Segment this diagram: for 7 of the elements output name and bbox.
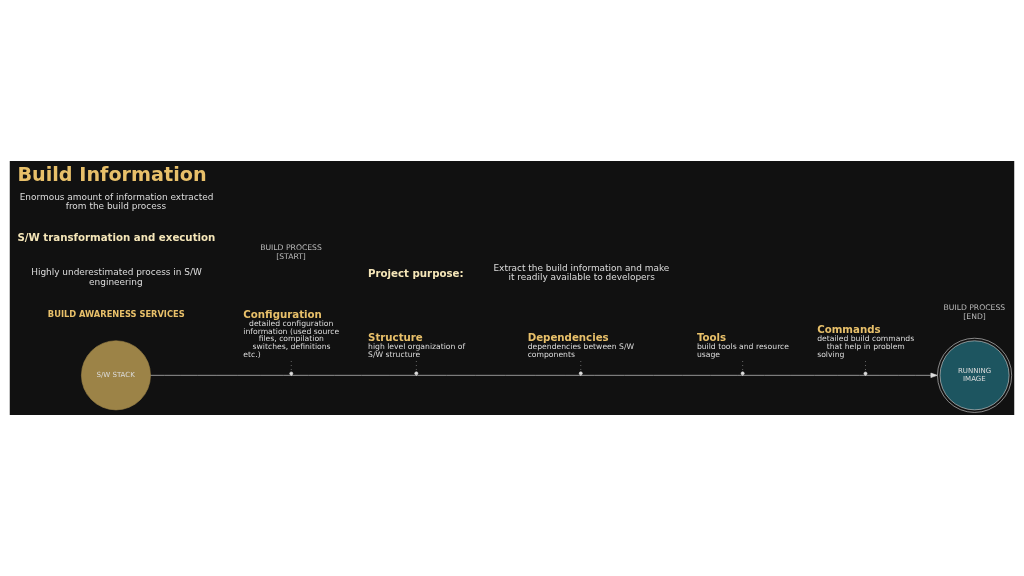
label: Enormous amount of information extracted from the build process [19, 191, 214, 212]
label: S/W transformation and execution [17, 232, 216, 244]
label: Highly underestimated process in S/W engineering [31, 267, 202, 287]
label: Project purpose: [368, 267, 464, 279]
label: Extract the build information and make it readily available to developers [493, 262, 670, 283]
diagram-title: Build Information [17, 162, 207, 186]
label: BUILD AWARENESS SERVICES [47, 308, 185, 319]
